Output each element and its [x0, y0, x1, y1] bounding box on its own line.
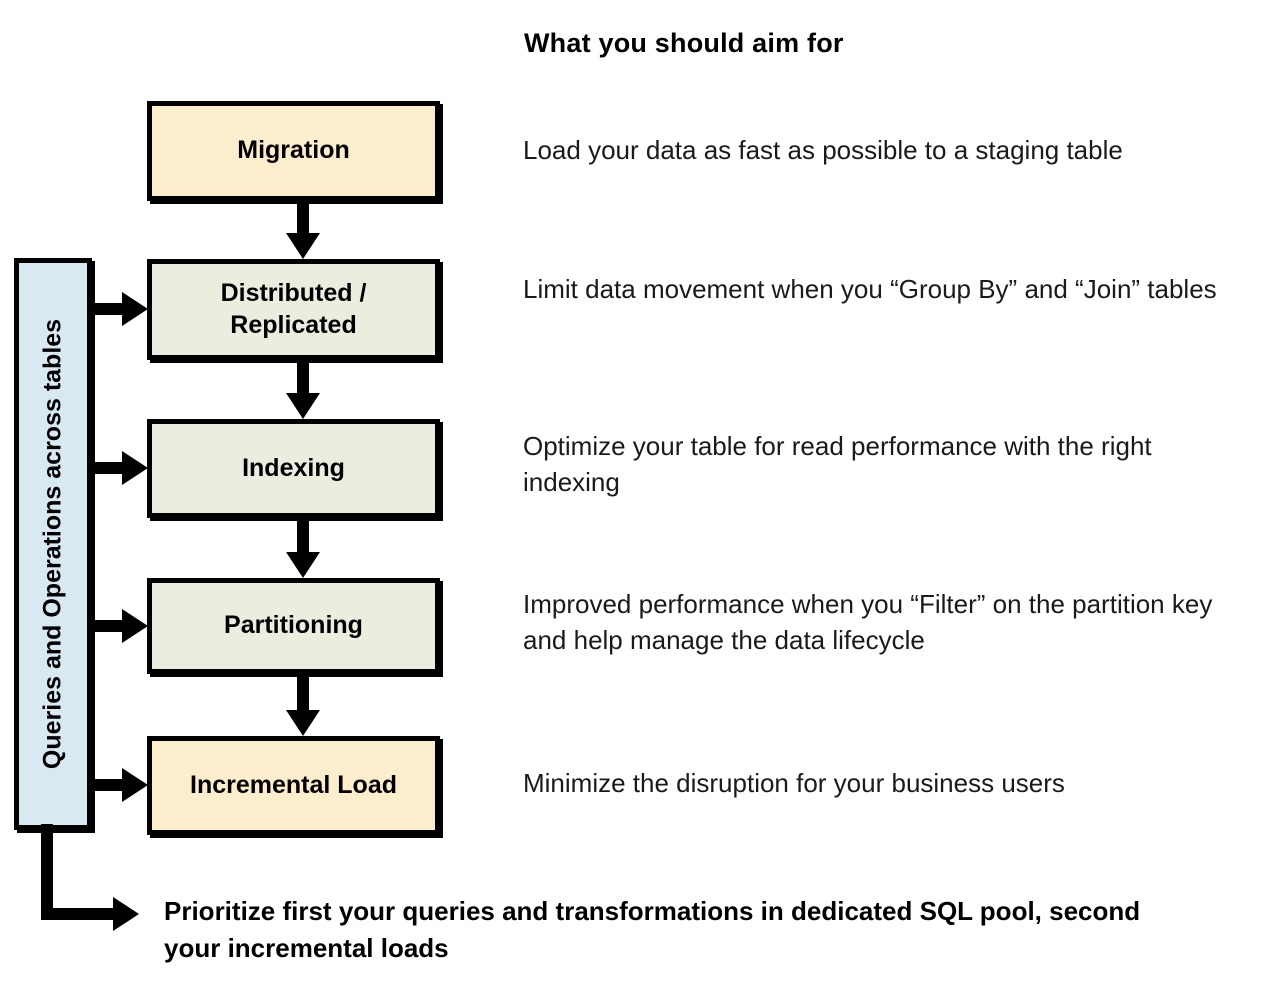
- arrow-shaft: [297, 201, 309, 233]
- stage-label: Partitioning: [224, 611, 363, 640]
- stage-label: Migration: [237, 136, 350, 165]
- stage-box-incremental-load[interactable]: Incremental Load: [147, 736, 440, 835]
- flow-arrow-partitioning-to-incremental-load: [286, 674, 320, 736]
- side-arrow-to-distributed: [88, 292, 148, 326]
- arrow-shaft: [88, 620, 128, 632]
- stage-box-partitioning[interactable]: Partitioning: [147, 578, 440, 674]
- description-migration: Load your data as fast as possible to a …: [523, 135, 1123, 165]
- stage-label: Distributed / Replicated: [220, 279, 367, 339]
- arrow-head-icon: [122, 451, 148, 485]
- side-arrow-to-partitioning: [88, 609, 148, 643]
- elbow-arrow-to-callout: [41, 824, 161, 932]
- arrow-shaft: [88, 779, 128, 791]
- arrow-head-icon: [286, 552, 320, 578]
- arrow-shaft: [297, 518, 309, 552]
- arrow-shaft-horizontal: [41, 908, 119, 920]
- arrow-head-icon: [286, 710, 320, 736]
- arrow-shaft: [297, 360, 309, 393]
- page-title: What you should aim for: [524, 28, 844, 58]
- stage-label: Indexing: [242, 453, 345, 482]
- arrow-head-icon: [122, 292, 148, 326]
- arrow-shaft: [88, 303, 128, 315]
- arrow-head-icon: [286, 393, 320, 419]
- side-arrow-to-incremental-load: [88, 768, 148, 802]
- queries-operations-bar: Queries and Operations across tables: [14, 258, 92, 830]
- arrow-shaft: [88, 462, 128, 474]
- stage-box-indexing[interactable]: Indexing: [147, 419, 440, 518]
- description-partitioning: Improved performance when you “Filter” o…: [523, 589, 1213, 655]
- flow-arrow-migration-to-distributed: [286, 201, 320, 259]
- arrow-shaft: [297, 674, 309, 710]
- description-indexing: Optimize your table for read performance…: [523, 431, 1152, 497]
- stage-box-distributed-replicated[interactable]: Distributed / Replicated: [147, 259, 440, 360]
- side-arrow-to-indexing: [88, 451, 148, 485]
- arrow-head-icon: [122, 768, 148, 802]
- stage-label: Incremental Load: [190, 770, 397, 799]
- stage-box-migration[interactable]: Migration: [147, 101, 440, 201]
- flow-arrow-distributed-to-indexing: [286, 360, 320, 419]
- description-incremental-load: Minimize the disruption for your busines…: [523, 768, 1065, 798]
- arrow-shaft-vertical: [41, 824, 53, 920]
- flow-arrow-indexing-to-partitioning: [286, 518, 320, 578]
- queries-operations-label: Queries and Operations across tables: [38, 318, 67, 770]
- arrow-head-icon: [113, 897, 139, 931]
- bottom-callout-text: Prioritize first your queries and transf…: [164, 896, 1141, 963]
- arrow-head-icon: [286, 233, 320, 259]
- arrow-head-icon: [122, 609, 148, 643]
- description-distributed-replicated: Limit data movement when you “Group By” …: [523, 274, 1217, 304]
